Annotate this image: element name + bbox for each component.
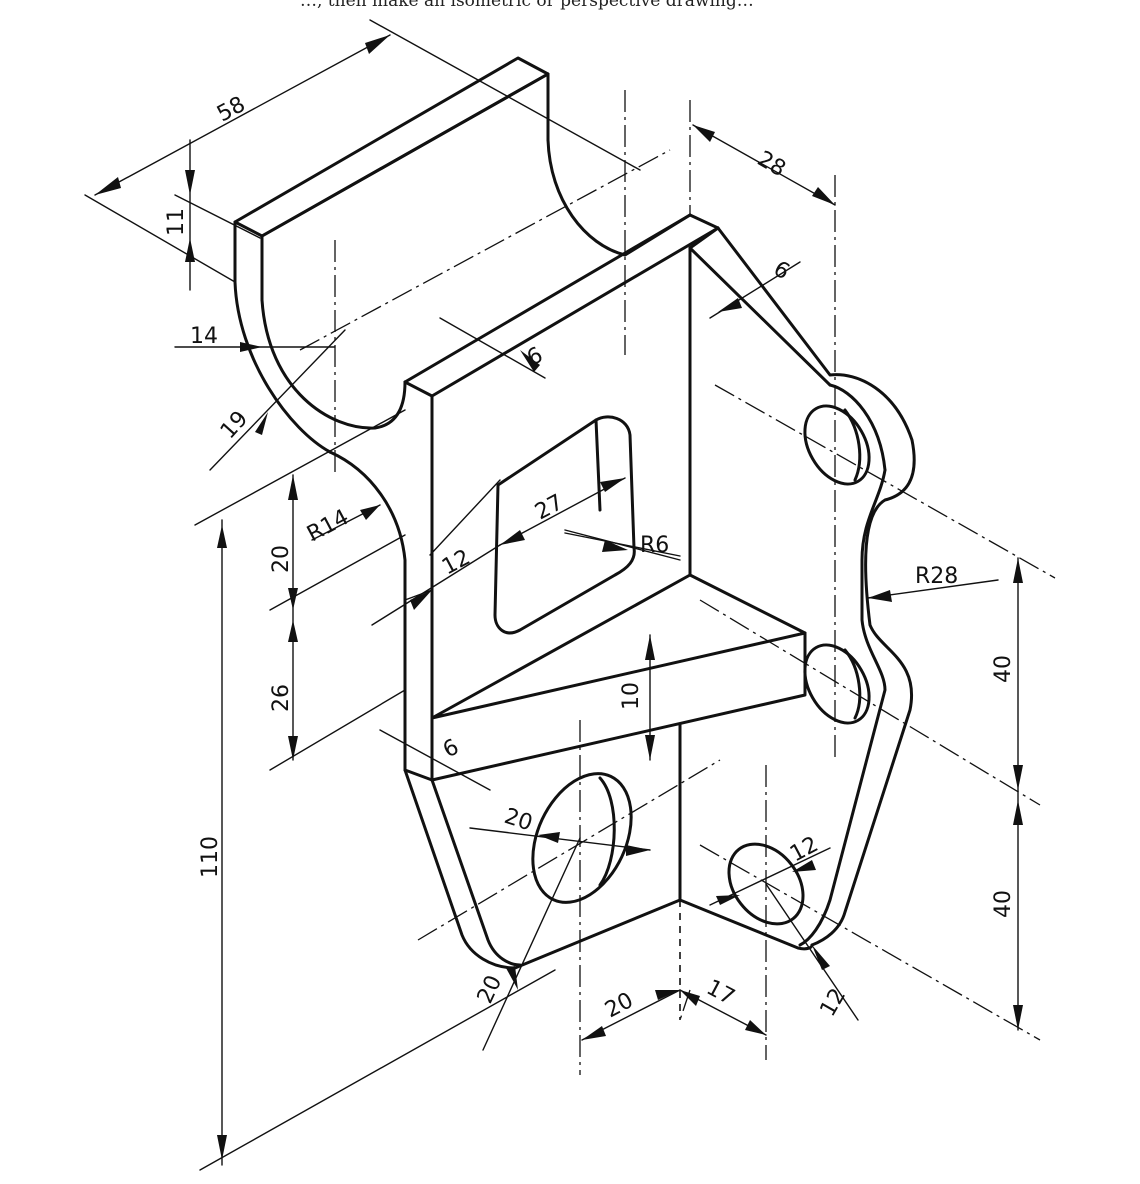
dim-r14: R14 — [303, 505, 353, 547]
dim-12-slot: 12 — [438, 545, 474, 580]
dim-20-radial: 20 — [473, 972, 507, 1008]
dim-58: 58 — [213, 92, 249, 127]
dim-12-radial: 12 — [816, 984, 852, 1021]
dim-12-hole: 12 — [786, 832, 822, 867]
dim-19: 19 — [216, 406, 253, 444]
dim-11: 11 — [164, 208, 189, 236]
dim-20-base: 20 — [601, 988, 637, 1023]
dim-14: 14 — [190, 324, 218, 349]
dim-40-upper: 40 — [991, 655, 1016, 683]
dim-6-rib: 6 — [439, 735, 463, 764]
dim-26: 26 — [269, 684, 294, 712]
header-caption: …, then make an isometric or perspective… — [300, 0, 754, 11]
dim-10: 10 — [619, 682, 644, 710]
dim-20-hole: 20 — [501, 804, 535, 836]
center-lines — [299, 90, 1056, 1075]
dim-r28: R28 — [915, 564, 958, 589]
dim-6-side: 6 — [769, 257, 794, 286]
dim-110: 110 — [198, 836, 223, 878]
arrow-heads — [95, 35, 1023, 1160]
dim-40-lower: 40 — [991, 890, 1016, 918]
dim-r6: R6 — [640, 533, 669, 558]
dimension-labels: 58 11 14 19 R14 20 26 110 6 12 27 R6 6 1… — [164, 92, 1016, 1023]
dim-20-left: 20 — [269, 545, 294, 573]
dim-27: 27 — [531, 490, 567, 525]
